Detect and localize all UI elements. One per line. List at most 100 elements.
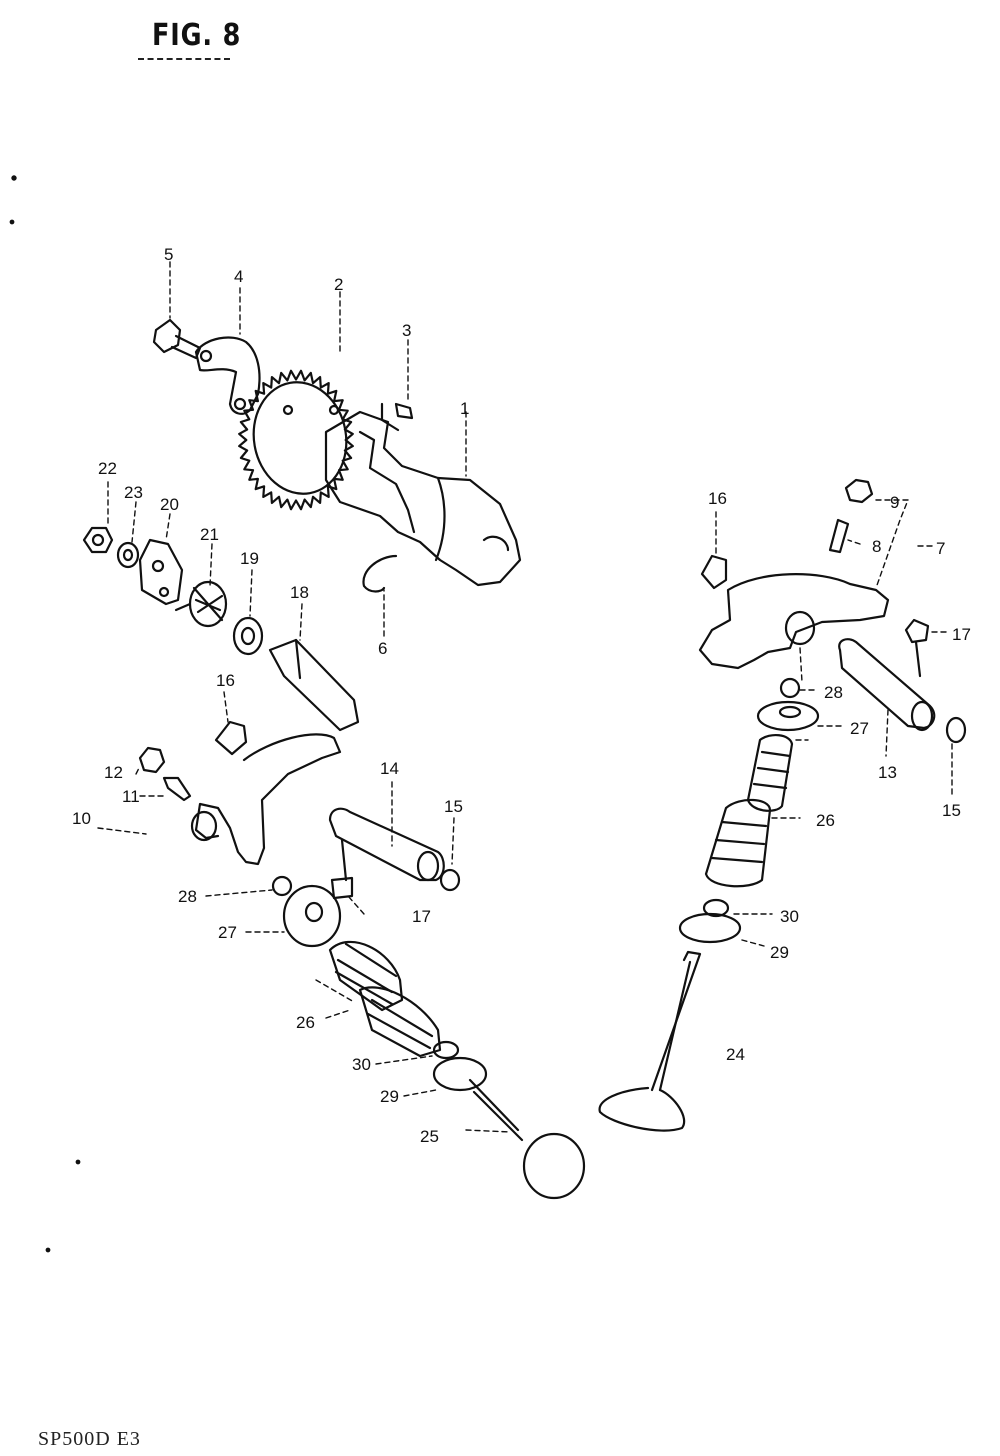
leader-line <box>403 1089 437 1097</box>
callout-26-left: 26 <box>296 1013 315 1032</box>
leader-line <box>315 979 355 1003</box>
callout-24: 24 <box>726 1045 745 1064</box>
leader-line <box>375 1055 433 1065</box>
callout-28-left: 28 <box>178 887 197 906</box>
callout-17-right: 17 <box>952 625 971 644</box>
callout-25: 25 <box>420 1127 439 1146</box>
leader-line <box>741 939 765 947</box>
rocker-arm-left <box>190 733 342 866</box>
callout-22: 22 <box>98 459 117 478</box>
retainer-part-27-left <box>282 884 342 948</box>
adjusting-screw-part-11 <box>162 776 192 802</box>
leader-line <box>249 569 253 617</box>
callout-23: 23 <box>124 483 143 502</box>
plate-part-20 <box>138 538 184 606</box>
cotter-part-30-right <box>702 898 730 918</box>
leader-line <box>451 817 455 865</box>
washer-part-19 <box>232 616 264 656</box>
callout-7: 7 <box>936 539 945 558</box>
leader-line <box>209 543 213 587</box>
callout-15-left: 15 <box>444 797 463 816</box>
valve-part-25 <box>468 1078 586 1200</box>
leader-line <box>325 1009 351 1019</box>
callout-14: 14 <box>380 759 399 778</box>
callout-18: 18 <box>290 583 309 602</box>
callout-16-left: 16 <box>216 671 235 690</box>
callout-9: 9 <box>890 493 899 512</box>
callout-2: 2 <box>334 275 343 294</box>
rocker-arm-right <box>698 573 890 670</box>
bolt-part-17-left <box>330 838 354 900</box>
nut-part-22 <box>82 526 114 554</box>
callout-20: 20 <box>160 495 179 514</box>
dowel-pin-part-3 <box>394 402 414 420</box>
leader-line <box>347 895 365 915</box>
cotter-part-30-left <box>432 1040 460 1060</box>
leader-line <box>135 765 141 775</box>
washer-part-16-right <box>700 554 728 590</box>
callout-28-right: 28 <box>824 683 843 702</box>
callout-4: 4 <box>234 267 243 286</box>
callout-8: 8 <box>872 537 881 556</box>
callout-3: 3 <box>402 321 411 340</box>
valve-spring-part-26-left <box>328 940 442 1058</box>
callout-6: 6 <box>378 639 387 658</box>
torsion-spring-part-21 <box>174 580 228 628</box>
leader-line <box>205 889 273 897</box>
cotter-part-28-left <box>271 875 293 897</box>
speck <box>9 219 15 225</box>
leader-line <box>165 513 171 541</box>
washer-part-23 <box>116 541 140 569</box>
callout-29-right: 29 <box>770 943 789 962</box>
leader-line <box>223 691 229 723</box>
valve-part-24 <box>598 950 702 1132</box>
leader-line <box>465 1129 511 1133</box>
callout-10: 10 <box>72 809 91 828</box>
oring-part-15-right <box>945 716 967 744</box>
leader-line <box>97 827 147 835</box>
leader-line <box>875 499 909 589</box>
speck <box>75 1159 81 1165</box>
figure-title: FIG. 8 <box>152 18 242 53</box>
callout-16-right: 16 <box>708 489 727 508</box>
seat-part-29-left <box>432 1056 488 1092</box>
leader-line <box>799 647 803 683</box>
retainer-part-27-right <box>756 700 820 732</box>
callout-11: 11 <box>122 787 140 806</box>
figure-title-underline <box>138 58 230 60</box>
callout-15-right: 15 <box>942 801 961 820</box>
nut-part-12 <box>138 746 166 774</box>
callout-30-right: 30 <box>780 907 799 926</box>
leader-line <box>847 539 861 545</box>
leader-line <box>299 603 303 641</box>
bolt-part-17-right <box>904 618 930 678</box>
adjusting-screw-part-8 <box>828 518 850 554</box>
rocker-shaft-part-13 <box>838 638 936 732</box>
seat-part-29-right <box>678 912 742 944</box>
callout-27-right: 27 <box>850 719 869 738</box>
callout-1: 1 <box>460 399 469 418</box>
rocker-shaft-part-14 <box>328 807 445 882</box>
callout-5: 5 <box>164 245 173 264</box>
leader-line <box>131 501 137 543</box>
valve-spring-part-26-right <box>704 734 794 888</box>
bolt-part-5 <box>152 318 202 360</box>
clip-part-6 <box>362 554 398 593</box>
speck <box>45 1247 51 1253</box>
camshaft-part-1 <box>324 402 522 587</box>
speck <box>11 175 17 181</box>
callout-numbers: 1 2 3 4 5 6 7 8 9 10 11 12 13 14 15 15 1… <box>72 245 971 1146</box>
callout-17-left: 17 <box>412 907 431 926</box>
oring-part-15-left <box>439 868 461 892</box>
callout-29-left: 29 <box>380 1087 399 1106</box>
shaft-part-18 <box>268 638 360 732</box>
callout-27-left: 27 <box>218 923 237 942</box>
washer-part-16-left <box>214 720 248 756</box>
callout-19: 19 <box>240 549 259 568</box>
leader-line <box>885 709 889 757</box>
nut-part-9 <box>844 478 874 504</box>
callout-30-left: 30 <box>352 1055 371 1074</box>
cotter-part-28-right <box>779 677 801 699</box>
